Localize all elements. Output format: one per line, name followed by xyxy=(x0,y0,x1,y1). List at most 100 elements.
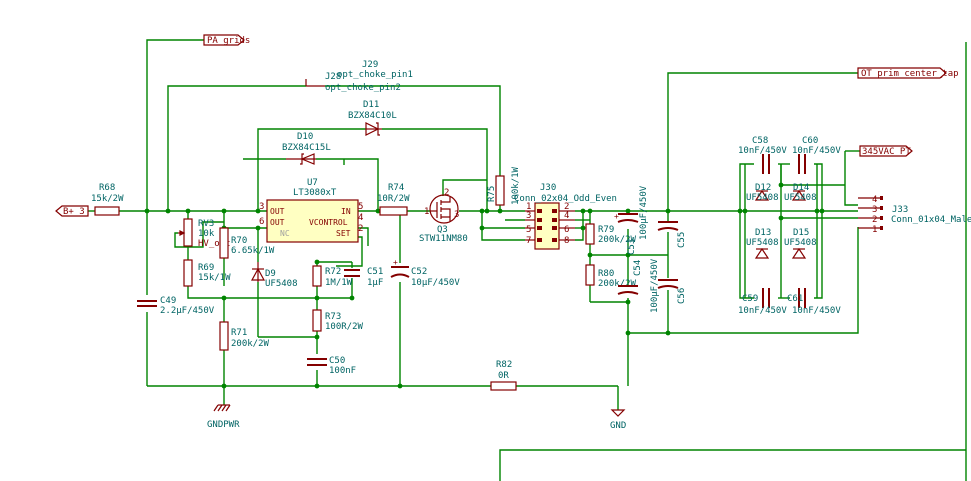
d12-ref: D12 xyxy=(755,183,771,193)
label-345vac-text: 345VAC_PT xyxy=(862,147,911,157)
d13-ref: D13 xyxy=(755,228,771,238)
r73-value: 100R/2W xyxy=(325,322,364,332)
u7-pin6-num: 6 xyxy=(259,217,264,227)
r71-value: 200k/2W xyxy=(231,339,270,349)
label-b-plus-3: B+_3 xyxy=(55,205,89,217)
c58-value: 10nF/450V xyxy=(738,146,787,156)
r82-resistor: R82 0R xyxy=(490,360,517,391)
u7-pin4-num: 4 xyxy=(358,213,363,223)
d14-value: UF5408 xyxy=(784,193,817,203)
j30-pin2: 2 xyxy=(564,202,569,212)
j30-pin1: 1 xyxy=(526,202,531,212)
gndpwr-symbol: GNDPWR xyxy=(207,404,240,430)
r80-ref: R80 xyxy=(598,269,614,279)
c59-value: 10nF/450V xyxy=(738,306,787,316)
d12-diode: D12 UF5408 xyxy=(746,183,779,203)
c59-ref: C59 xyxy=(742,294,758,304)
c53-plus-icon: + xyxy=(614,212,619,221)
c50-ref: C50 xyxy=(329,356,345,366)
c60-value: 10nF/450V xyxy=(792,146,841,156)
c60-capacitor: C60 10nF/450V xyxy=(792,136,841,174)
j29-value: opt_choke_pin1 xyxy=(337,70,413,80)
c50-capacitor: C50 100nF xyxy=(307,356,356,376)
d15-value: UF5408 xyxy=(784,238,817,248)
u7-pin-set-label: SET xyxy=(336,229,351,238)
c52-capacitor: + C52 10µF/450V xyxy=(390,258,460,288)
r68-ref: R68 xyxy=(99,183,115,193)
j33-pin4: 4 xyxy=(872,195,877,205)
r69-resistor: R69 15k/1W xyxy=(183,259,231,287)
gnd-symbol: GND xyxy=(610,409,626,431)
d11-ref: D11 xyxy=(363,100,379,110)
label-ot-prim: OT_prim_center_tap xyxy=(857,67,959,79)
label-b-plus-3-text: B+_3 xyxy=(63,207,85,217)
u7-regulator: U7 LT3080xT OUT OUT NC IN VCONTROL SET 3… xyxy=(259,178,363,243)
d11-value: BZX84C10L xyxy=(348,111,397,121)
d10-zener: D10 BZX84C15L xyxy=(282,132,331,165)
wires xyxy=(88,39,967,481)
j29-ref: J29 xyxy=(362,60,378,70)
c56-ref: C56 xyxy=(677,288,687,304)
r71-resistor: R71 200k/2W xyxy=(219,321,270,351)
r69-ref: R69 xyxy=(198,263,214,273)
q3-mosfet: 1 2 3 Q3 STW11NM80 xyxy=(419,188,468,244)
c56-capacitor: C56 xyxy=(657,279,687,304)
rv3-ref: RV3 xyxy=(198,219,214,229)
j30-pin8: 8 xyxy=(564,236,569,246)
rv3-value: 10k xyxy=(198,229,215,239)
c55-capacitor: C55 xyxy=(657,221,687,248)
rv3-potentiometer: RV3 10k HV_out xyxy=(178,218,231,249)
c49-capacitor: C49 2.2µF/450V xyxy=(137,296,215,316)
r79-resistor: R79 200k/2W xyxy=(585,223,637,245)
c49-value: 2.2µF/450V xyxy=(160,306,215,316)
r74-value: 10R/2W xyxy=(377,194,410,204)
c51-value: 1µF xyxy=(367,278,383,288)
u7-pin5-num: 5 xyxy=(358,202,363,212)
r75-resistor: R75 100k/1W xyxy=(487,166,521,206)
r75-value: 100k/1W xyxy=(511,166,521,205)
c52-ref: C52 xyxy=(411,267,427,277)
j33-connector: 4 3 2 1 J33 Conn_01x04_Male xyxy=(858,195,971,235)
j30-pin4: 4 xyxy=(564,211,569,221)
r73-resistor: R73 100R/2W xyxy=(312,309,364,332)
c59-capacitor: C59 10nF/450V xyxy=(738,288,787,316)
j33-value: Conn_01x04_Male xyxy=(891,215,971,225)
j33-pin1: 1 xyxy=(872,225,877,235)
c52-value: 10µF/450V xyxy=(411,278,460,288)
c54-capacitor: C54 100µF/450V xyxy=(617,258,660,313)
u7-pin-nc-label: NC xyxy=(280,229,290,238)
label-ot-prim-text: OT_prim_center_tap xyxy=(861,69,959,79)
label-pa-grids-text: PA_grids xyxy=(207,36,250,46)
r70-resistor: R70 6.65k/1W xyxy=(219,227,275,259)
d9-value: UF5408 xyxy=(265,279,298,289)
r74-ref: R74 xyxy=(388,183,404,193)
j30-pin3: 3 xyxy=(526,211,531,221)
r74-resistor: R74 10R/2W xyxy=(377,183,410,216)
c49-ref: C49 xyxy=(160,296,176,306)
r75-ref: R75 xyxy=(487,186,497,202)
c54-value: 100µF/450V xyxy=(650,258,660,313)
q3-ref: Q3 xyxy=(437,225,448,235)
r79-value: 200k/2W xyxy=(598,235,637,245)
r80-value: 200k/2W xyxy=(598,279,637,289)
r73-ref: R73 xyxy=(325,312,341,322)
d9-ref: D9 xyxy=(265,269,276,279)
j33-pin3: 3 xyxy=(872,205,877,215)
j30-pin7: 7 xyxy=(526,236,531,246)
u7-pin-out-label: OUT xyxy=(270,207,285,216)
u7-pin-vcontrol-label: VCONTROL xyxy=(309,218,348,227)
u7-pin-out2-label: OUT xyxy=(270,218,285,227)
c52-plus-icon: + xyxy=(393,258,398,267)
c60-ref: C60 xyxy=(802,136,818,146)
j28-ref: J28 xyxy=(325,72,341,82)
j30-ref: J30 xyxy=(540,183,556,193)
gndpwr-label: GNDPWR xyxy=(207,420,240,430)
j29-connector: J29 opt_choke_pin1 J28 opt_choke_pin2 xyxy=(305,60,413,93)
label-pa-grids: PA_grids xyxy=(203,34,250,46)
d9-diode: D9 UF5408 xyxy=(250,262,298,289)
label-345vac: 345VAC_PT xyxy=(859,145,913,157)
j28-value: opt_choke_pin2 xyxy=(325,83,401,93)
c58-ref: C58 xyxy=(752,136,768,146)
u7-pin3-num: 3 xyxy=(259,202,264,212)
